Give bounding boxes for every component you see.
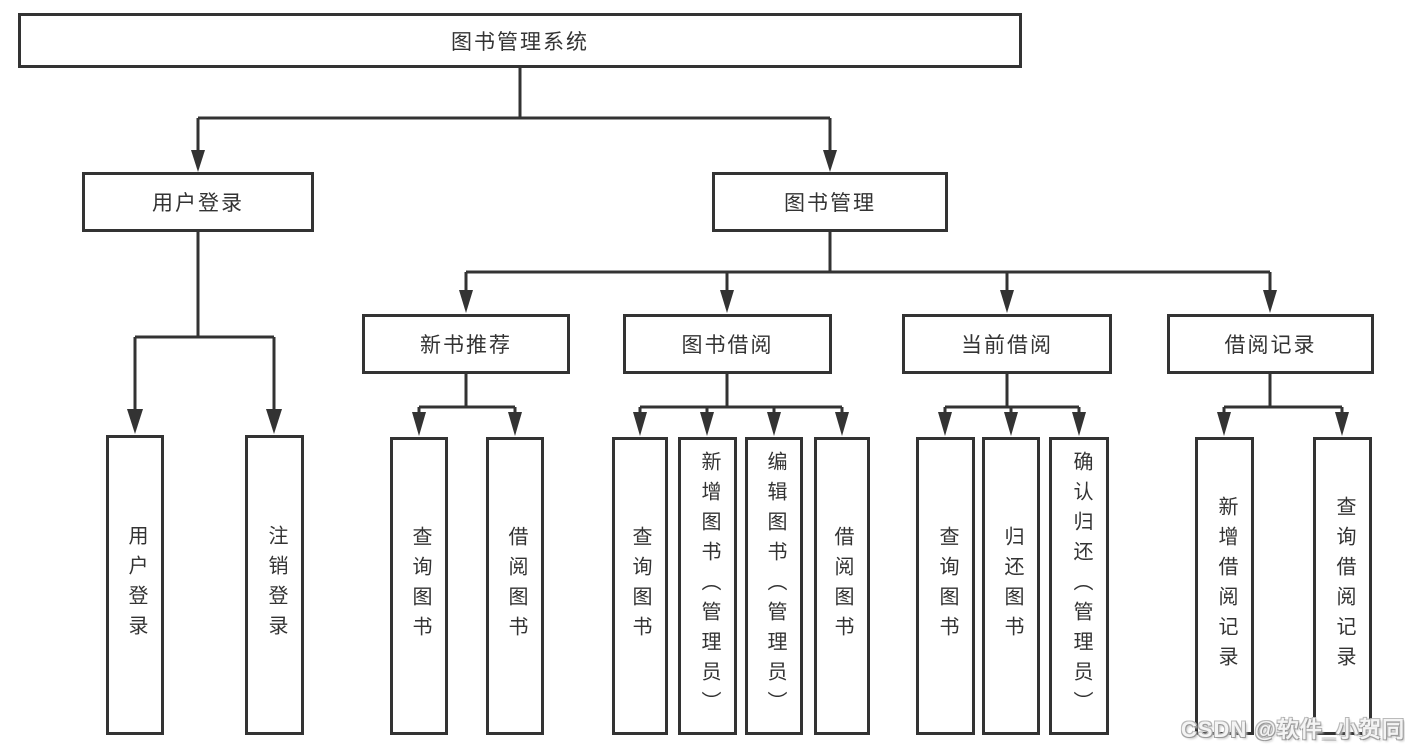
node-leaf-user-login: 用户登录 <box>106 435 164 735</box>
arrow-down-icon <box>191 150 205 172</box>
node-leaf-logout: 注销登录 <box>245 435 304 735</box>
node-current-borrowing: 当前借阅 <box>902 314 1112 374</box>
arrow-down-icon <box>508 412 522 436</box>
arrow-down-icon <box>1335 412 1349 436</box>
node-leaf-borrow-books-2: 借阅图书 <box>814 437 870 735</box>
node-leaf-add-borrow-record: 新增借阅记录 <box>1195 437 1254 735</box>
arrow-down-icon <box>1217 412 1231 436</box>
node-new-book-recommend: 新书推荐 <box>362 314 570 374</box>
arrow-down-icon <box>700 412 714 436</box>
connector-root-to-level2 <box>191 68 837 172</box>
node-leaf-edit-books-admin: 编辑图书（管理员） <box>745 437 803 735</box>
connector-user-login-to-leaves <box>127 232 282 434</box>
arrow-down-icon <box>127 409 143 434</box>
arrow-down-icon <box>938 412 952 436</box>
node-leaf-query-borrow-record: 查询借阅记录 <box>1313 437 1372 735</box>
connector-borrowing-records-to-leaves <box>1217 374 1349 436</box>
arrow-down-icon <box>266 409 282 434</box>
node-leaf-query-books-1: 查询图书 <box>390 437 448 735</box>
arrow-down-icon <box>720 290 734 313</box>
arrow-down-icon <box>459 290 473 313</box>
node-borrowing-records: 借阅记录 <box>1167 314 1374 374</box>
arrow-down-icon <box>1000 290 1014 313</box>
node-leaf-add-books-admin: 新增图书（管理员） <box>678 437 737 735</box>
node-leaf-query-books-2: 查询图书 <box>612 437 668 735</box>
node-leaf-confirm-return-admin: 确认归还（管理员） <box>1049 437 1109 735</box>
watermark: CSDN @软件_小贺同学 <box>1181 717 1405 742</box>
arrow-down-icon <box>633 412 647 436</box>
node-root: 图书管理系统 <box>18 13 1022 68</box>
connector-current-borrowing-to-leaves <box>938 374 1086 436</box>
arrow-down-icon <box>412 412 426 436</box>
node-leaf-return-books: 归还图书 <box>982 437 1040 735</box>
node-leaf-query-books-3: 查询图书 <box>916 437 975 735</box>
connector-book-borrowing-to-leaves <box>633 374 849 436</box>
node-book-management: 图书管理 <box>712 172 948 232</box>
connector-new-book-rec-to-leaves <box>412 374 522 436</box>
connector-book-mgmt-to-level3 <box>459 232 1277 313</box>
node-book-borrowing: 图书借阅 <box>623 314 832 374</box>
arrow-down-icon <box>823 150 837 172</box>
arrow-down-icon <box>835 412 849 436</box>
arrow-down-icon <box>767 412 781 436</box>
node-user-login: 用户登录 <box>82 172 314 232</box>
node-leaf-borrow-books-1: 借阅图书 <box>486 437 544 735</box>
arrow-down-icon <box>1263 290 1277 313</box>
arrow-down-icon <box>1072 412 1086 436</box>
arrow-down-icon <box>1004 412 1018 436</box>
